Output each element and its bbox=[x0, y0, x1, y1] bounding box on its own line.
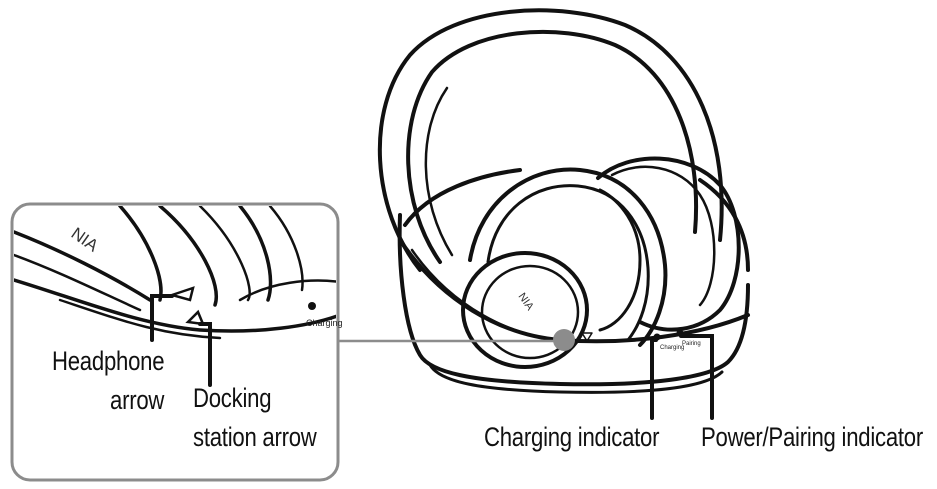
headphone-arrow-label-line1: Headphone bbox=[52, 346, 165, 376]
leader-headphone-arrow bbox=[150, 294, 174, 342]
inset-zoom bbox=[10, 202, 340, 482]
leader-docking-arrow bbox=[198, 322, 212, 387]
docking-arrow-label-line1: Docking bbox=[193, 383, 272, 413]
callout-dot bbox=[553, 329, 575, 351]
leader-power-pairing bbox=[679, 334, 714, 420]
charging-marking-inset: Charging bbox=[306, 318, 343, 328]
power-pairing-indicator-label: Power/Pairing indicator bbox=[701, 422, 924, 452]
headphone-arrow-label-line2: arrow bbox=[110, 385, 165, 415]
leader-lines bbox=[150, 294, 714, 420]
leader-charging-indicator bbox=[650, 338, 658, 420]
pairing-marking-main: Pairing bbox=[682, 341, 701, 347]
charging-marking-main: Charging bbox=[660, 345, 684, 351]
docking-arrow-label-line2: station arrow bbox=[193, 422, 317, 452]
charging-indicator-label: Charging indicator bbox=[484, 422, 660, 452]
brand-marking-main: NIA bbox=[516, 291, 537, 313]
